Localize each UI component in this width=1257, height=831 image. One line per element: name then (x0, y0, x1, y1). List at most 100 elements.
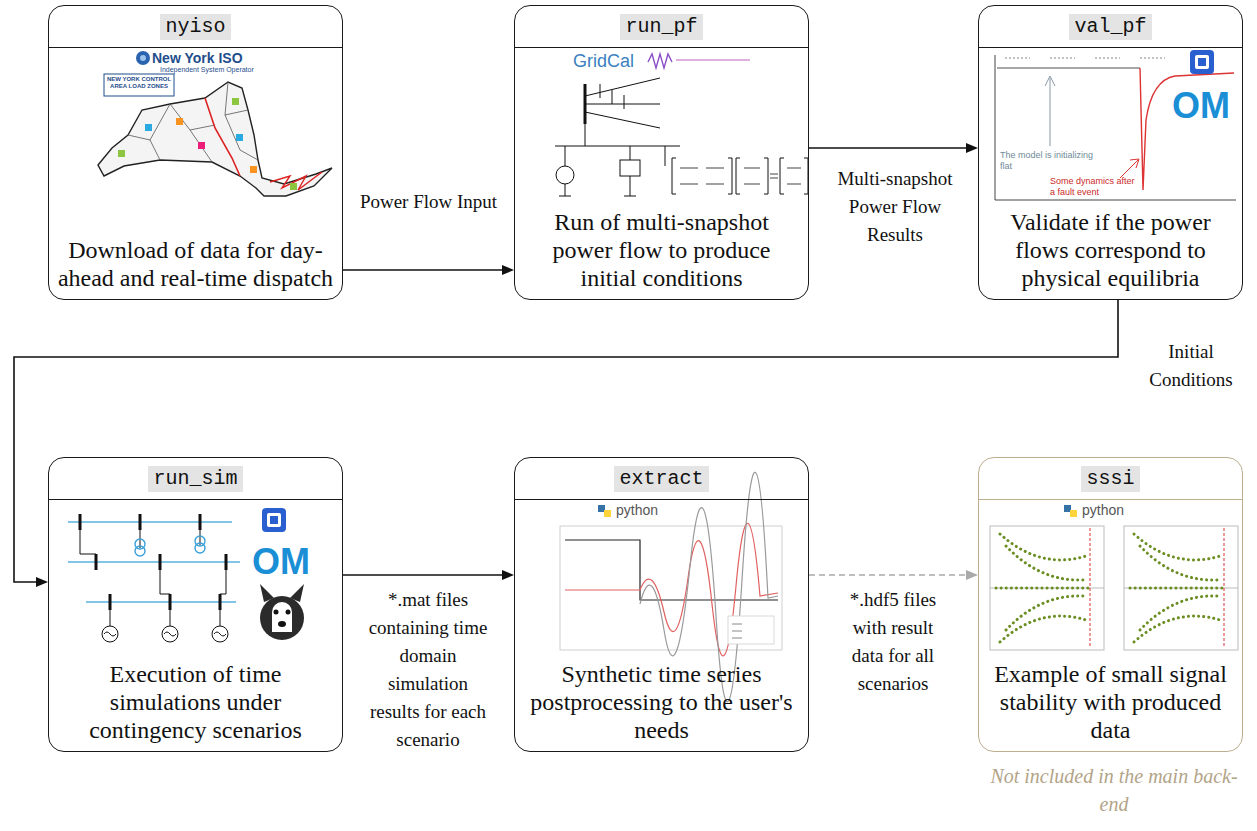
power-flow-circuit-illustration-part (559, 176, 636, 196)
power-flow-circuit-illustration-part (672, 158, 808, 194)
nyiso-map-illustration-part (270, 172, 322, 190)
power-flow-circuit-illustration-part (676, 60, 750, 61)
flow-arrow (809, 143, 978, 153)
process-box: nyisoDownload of data for day-ahead and … (48, 5, 343, 300)
stability-scatter-illustration-part (1090, 528, 1224, 648)
power-flow-circuit-illustration (555, 54, 808, 196)
nyiso-map-illustration-part (232, 98, 239, 105)
validation-plot-illustration-part (995, 55, 1236, 200)
stability-scatter-illustration-part (1070, 510, 1077, 517)
power-flow-circuit-illustration-part (556, 166, 574, 184)
nyiso-map-illustration-part (104, 74, 174, 96)
nyiso-map-illustration-part (205, 98, 240, 176)
edge-label: *.mat files containing time domain simul… (366, 586, 490, 754)
power-flow-circuit-illustration-part (585, 78, 660, 128)
nyiso-map-illustration-part (250, 166, 257, 173)
time-series-plot-illustration-part (604, 510, 611, 517)
box-header: sssi (979, 458, 1242, 500)
stability-scatter-illustration-part (1064, 505, 1071, 512)
validation-plot-illustration-part (1190, 50, 1214, 74)
flow-arrow (809, 570, 978, 580)
figure-label: New York ISO (152, 50, 243, 67)
arrow-head (36, 577, 48, 587)
box-description: Example of small signal stability with p… (987, 660, 1234, 744)
validation-plot-illustration (995, 50, 1236, 200)
nyiso-map-illustration (98, 51, 332, 196)
nyiso-map-illustration-part (236, 134, 243, 141)
power-flow-circuit-illustration-part (555, 124, 680, 166)
grid-network-illustration-part (272, 602, 292, 632)
validation-plot-illustration-part (1045, 76, 1055, 146)
flow-arrow (343, 265, 514, 275)
edge-label: Initial Conditions (1135, 338, 1247, 394)
box-header: val_pf (979, 6, 1242, 48)
power-flow-circuit-illustration-part (620, 160, 640, 176)
flow-arrow (343, 570, 514, 580)
edge-label: Power Flow Input (351, 188, 506, 216)
module-name: run_pf (620, 14, 702, 40)
grid-network-illustration-part (286, 610, 291, 615)
stability-scatter-illustration-part (990, 526, 1104, 650)
nyiso-map-illustration-part (176, 118, 183, 125)
box-description: Synthetic time series postprocessing to … (523, 660, 800, 744)
validation-plot-illustration-part (1140, 68, 1234, 190)
nyiso-map-illustration-part (198, 142, 205, 149)
nyiso-map-illustration-part (118, 150, 125, 157)
arrow-head (502, 265, 514, 275)
process-box: sssiExample of small signal stability wi… (978, 457, 1243, 752)
arrow-head (502, 570, 514, 580)
nyiso-map-illustration-part (290, 183, 297, 190)
validation-plot-illustration-part (1005, 58, 1165, 59)
stability-scatter-illustration-part (1124, 526, 1238, 650)
stability-scatter-illustration (990, 505, 1238, 650)
grid-network-illustration-part (195, 543, 205, 553)
figure-label: The model is initializing flat (1000, 150, 1100, 172)
time-series-plot-illustration-part (565, 523, 778, 655)
power-flow-circuit-illustration-part (600, 84, 624, 109)
nyiso-map-illustration-part (128, 82, 258, 162)
grid-network-illustration-part (68, 522, 240, 602)
stability-scatter-illustration-part (996, 534, 1088, 642)
figure-label: python (1082, 502, 1124, 519)
figure-label: Some dynamics after a fault event (1050, 176, 1142, 198)
grid-network-illustration-part (274, 610, 279, 615)
power-flow-circuit-illustration-part (648, 54, 672, 68)
validation-plot-illustration-part (1120, 159, 1139, 178)
box-description: Validate if the power flows correspond t… (987, 208, 1234, 292)
arrow-head (966, 143, 978, 153)
process-box: run_simExecution of time simulations und… (48, 457, 343, 752)
grid-network-illustration-part (270, 516, 278, 524)
nyiso-map-illustration-part (140, 55, 146, 61)
edge-label: *.hdf5 files with result data for all sc… (836, 586, 950, 698)
connector-line (343, 574, 504, 576)
grid-network-illustration-part (262, 508, 286, 532)
module-name: run_sim (148, 466, 242, 492)
stability-scatter-illustration-part (1130, 534, 1222, 642)
grid-network-illustration-part (104, 632, 226, 636)
time-series-plot-illustration-part (598, 505, 605, 512)
module-name: val_pf (1069, 14, 1151, 40)
box-header: nyiso (49, 6, 342, 48)
arrow-head (966, 570, 978, 580)
figure-label: NEW YORK CONTROL AREA LOAD ZONES (106, 76, 172, 90)
flow-arrow (14, 300, 1118, 587)
nyiso-map-illustration-part (145, 124, 152, 131)
grid-network-illustration-part (260, 584, 304, 602)
grid-network-illustration-part (80, 530, 226, 626)
figure-label: OM (1172, 84, 1230, 127)
connector-line (809, 574, 968, 576)
connector-line (809, 147, 968, 149)
figure-label: Not included in the main back-end (985, 762, 1243, 818)
nyiso-map-illustration-part (136, 51, 150, 65)
validation-plot-illustration-part (1198, 58, 1206, 66)
grid-network-illustration-part (260, 596, 304, 640)
box-description: Download of data for day-ahead and real-… (57, 236, 334, 292)
time-series-plot-illustration-part (732, 624, 742, 638)
connector-line (343, 269, 504, 271)
power-flow-circuit-illustration-part (680, 168, 801, 184)
time-series-plot-illustration-part (560, 526, 782, 650)
validation-plot-illustration-part (1195, 55, 1209, 69)
box-header: run_pf (515, 6, 808, 48)
nyiso-map-illustration-part (98, 82, 332, 196)
